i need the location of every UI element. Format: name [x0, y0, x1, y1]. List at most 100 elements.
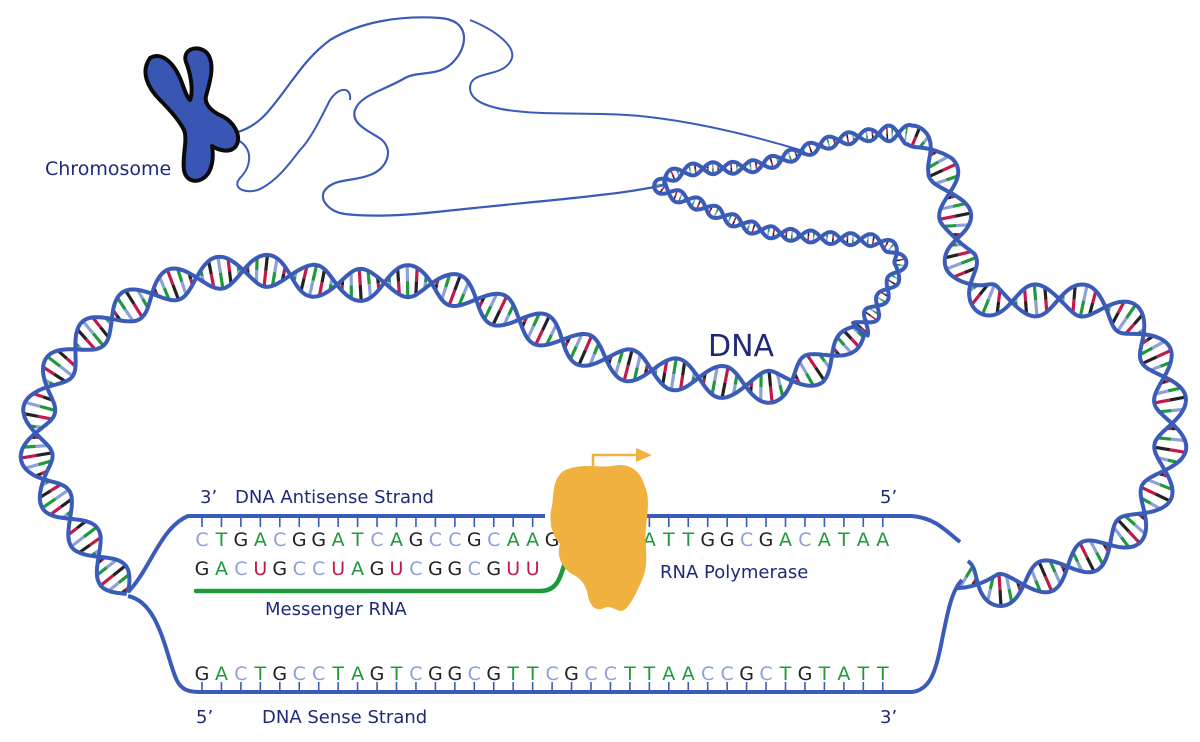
base-pair-rung — [1151, 339, 1166, 350]
base-pair-rung — [132, 303, 144, 319]
base-pair-rung — [720, 382, 727, 399]
antisense-sequence: CTGACGGATCAGCCGCAAGCGGAATTGGCGACATAA — [195, 529, 889, 551]
base-pair-rung — [768, 386, 774, 403]
base-C: C — [195, 529, 208, 551]
base-A: A — [215, 663, 228, 685]
base-U: U — [526, 558, 540, 580]
base-T: T — [876, 663, 889, 685]
base-G: G — [409, 529, 424, 551]
base-A: A — [876, 529, 889, 551]
base-A: A — [254, 529, 267, 551]
base-G: G — [370, 558, 385, 580]
base-U: U — [390, 558, 404, 580]
chromosome-label: Chromosome — [45, 158, 171, 180]
base-C: C — [798, 529, 811, 551]
helix-backbone-a — [18, 123, 1188, 608]
base-C: C — [701, 663, 714, 685]
base-pair-rung — [577, 349, 587, 366]
base-pair-rung — [36, 451, 53, 458]
base-pair-rung — [1125, 303, 1137, 319]
base-G: G — [272, 663, 287, 685]
sense-strand-label: DNA Sense Strand — [262, 707, 427, 728]
base-T: T — [254, 663, 267, 685]
base-pair-rung — [1034, 300, 1039, 317]
base-G: G — [486, 663, 501, 685]
base-pair-rung — [23, 412, 39, 418]
base-pair-rung — [171, 284, 181, 301]
base-C: C — [468, 558, 481, 580]
base-A: A — [215, 558, 228, 580]
base-pair-rung — [1169, 448, 1186, 454]
base-pair-rung — [541, 315, 551, 331]
base-A: A — [643, 529, 656, 551]
unwound-dna-loop — [236, 88, 352, 193]
base-pair-rung — [805, 372, 815, 387]
base-pair-rung — [1082, 284, 1089, 302]
base-A: A — [390, 529, 403, 551]
base-G: G — [759, 529, 774, 551]
base-A: A — [526, 529, 539, 551]
base-pair-rung — [1078, 542, 1089, 559]
base-G: G — [447, 663, 462, 685]
base-C: C — [721, 663, 734, 685]
base-G: G — [564, 663, 579, 685]
base-C: C — [545, 663, 558, 685]
base-pair-rung — [928, 168, 944, 179]
base-G: G — [486, 558, 501, 580]
base-T: T — [390, 663, 403, 685]
base-pair-rung — [987, 284, 996, 301]
base-pair-rung — [447, 289, 457, 306]
base-pair-rung — [1153, 445, 1171, 452]
base-pair-rung — [1154, 492, 1171, 503]
base-pair-rung — [99, 574, 115, 587]
base-pair-rung — [669, 373, 676, 391]
base-C: C — [234, 558, 247, 580]
base-pair-rung — [1043, 575, 1054, 592]
base-pair-rung — [941, 162, 957, 172]
base-C: C — [759, 663, 772, 685]
base-pair-rung — [218, 272, 225, 289]
base-pair-rung — [70, 535, 85, 548]
sense-backbone — [127, 578, 964, 694]
dna-label: DNA — [708, 329, 775, 364]
base-pair-rung — [1085, 556, 1096, 573]
base-A: A — [351, 663, 364, 685]
base-C: C — [409, 558, 422, 580]
base-pair-rung — [1140, 485, 1157, 496]
base-A: A — [857, 529, 870, 551]
base-C: C — [312, 558, 325, 580]
base-pair-rung — [41, 497, 57, 510]
base-pair-rung — [534, 329, 544, 346]
base-G: G — [428, 663, 443, 685]
base-T: T — [331, 663, 344, 685]
base-G: G — [720, 529, 735, 551]
base-G: G — [272, 558, 287, 580]
base-pair-rung — [37, 414, 53, 421]
base-G: G — [292, 529, 307, 551]
base-U: U — [331, 558, 345, 580]
base-T: T — [506, 663, 519, 685]
base-A: A — [837, 663, 850, 685]
base-A: A — [818, 529, 831, 551]
base-pair-rung — [1032, 284, 1038, 301]
base-pair-rung — [83, 525, 98, 539]
base-T: T — [681, 529, 694, 551]
base-pair-rung — [216, 256, 222, 273]
antisense-strand-label: DNA Antisense Strand — [235, 487, 434, 508]
base-A: A — [332, 529, 345, 551]
base-pair-rung — [532, 312, 541, 327]
base-pair-rung — [124, 289, 136, 305]
base-pair-rung — [1153, 398, 1171, 405]
unwound-dna-strand — [237, 16, 666, 217]
base-pair-rung — [723, 366, 730, 383]
base-C: C — [293, 663, 306, 685]
base-pair-rung — [262, 270, 268, 287]
base-pair-rung — [1116, 317, 1128, 333]
base-pair-rung — [583, 335, 594, 352]
base-C: C — [273, 529, 286, 551]
base-C: C — [429, 529, 442, 551]
base-pair-rung — [1078, 300, 1086, 317]
base-A: A — [779, 529, 792, 551]
